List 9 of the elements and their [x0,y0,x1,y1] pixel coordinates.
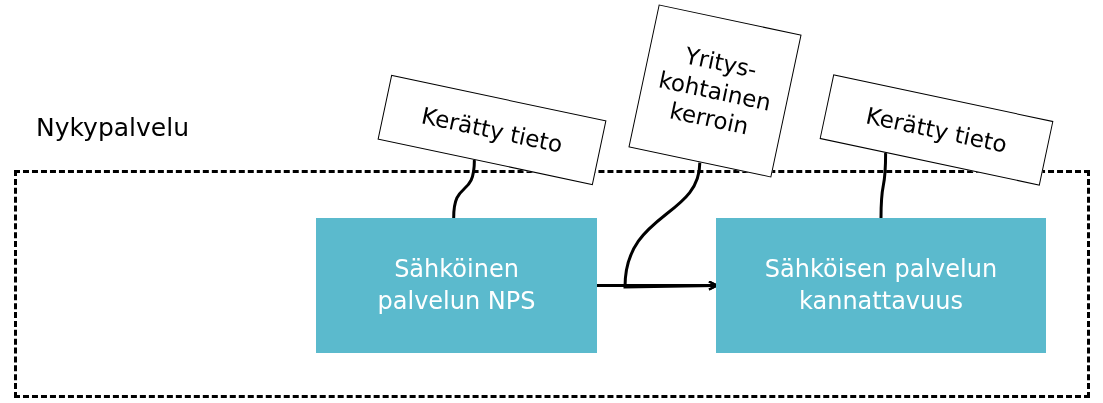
process-box [316,218,597,353]
connector-line [879,152,888,218]
node-label: Kerätty tieto [863,101,1010,159]
group-heading: Nykypalvelu [36,113,189,142]
node-label: Sähköinen palvelun NPS [376,254,537,317]
process-box [716,218,1046,353]
node-label: Kerätty tieto [418,101,566,159]
node-label: Sähköisen palvelun kannattavuus [763,254,999,317]
connector-line [452,159,476,219]
